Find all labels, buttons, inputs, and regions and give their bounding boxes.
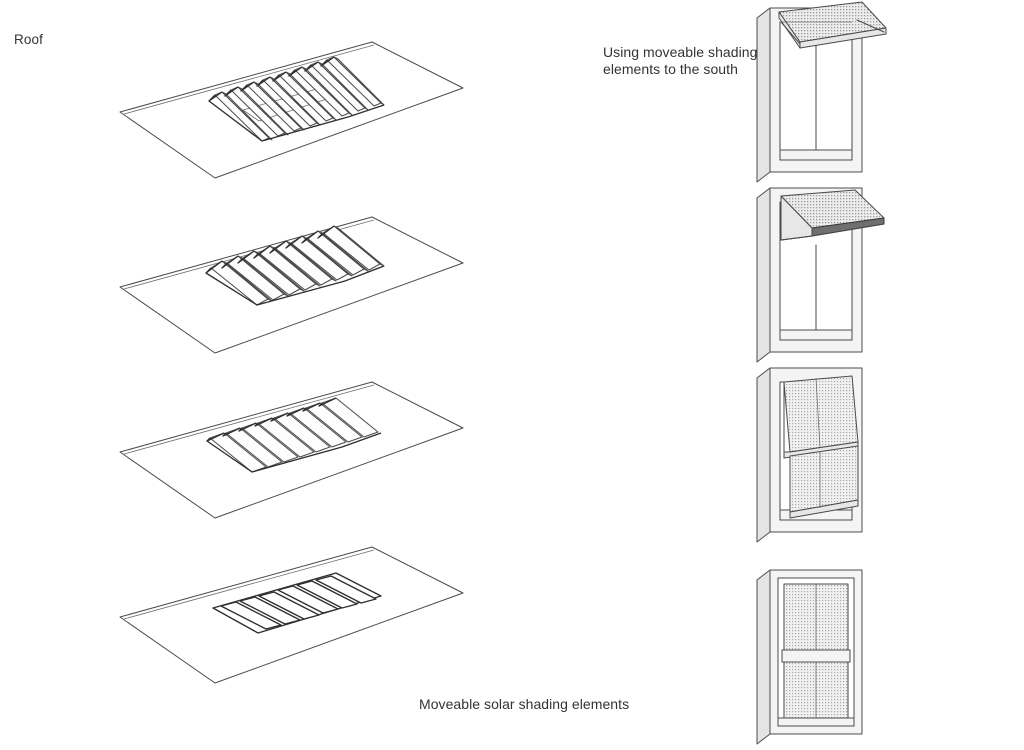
roof-panel-4-louvers (212, 572, 382, 634)
roof-panel-2-louvers (205, 225, 385, 306)
window-panel-3 (756, 367, 863, 543)
roof-panel-4 (119, 546, 464, 684)
roof-panel-1-louvers (208, 56, 385, 142)
window-panel-1 (756, 1, 887, 183)
south-shading-label: Using moveable shading elements to the s… (603, 44, 758, 77)
roof-panel-1 (119, 41, 464, 179)
roof-panel-3-louvers (206, 397, 382, 473)
figure-caption: Moveable solar shading elements (419, 696, 630, 712)
roof-panel-3 (119, 381, 464, 519)
roof-panel-2 (119, 216, 464, 354)
window-panel-4 (756, 569, 863, 745)
roof-label: Roof (14, 32, 43, 47)
window-panel-2 (756, 187, 885, 363)
